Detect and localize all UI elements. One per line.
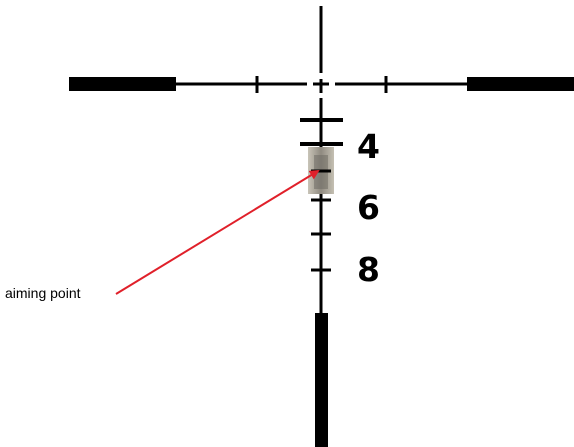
range-label-4: 4 (357, 127, 380, 166)
aiming-point-label: aiming point (5, 285, 81, 301)
right-thick-post (467, 77, 574, 91)
range-label-8: 8 (357, 250, 380, 289)
aiming-point-arrow (115, 169, 320, 295)
range-label-6: 6 (357, 188, 380, 227)
bottom-thick-post (315, 313, 328, 447)
left-thick-post (69, 77, 176, 91)
